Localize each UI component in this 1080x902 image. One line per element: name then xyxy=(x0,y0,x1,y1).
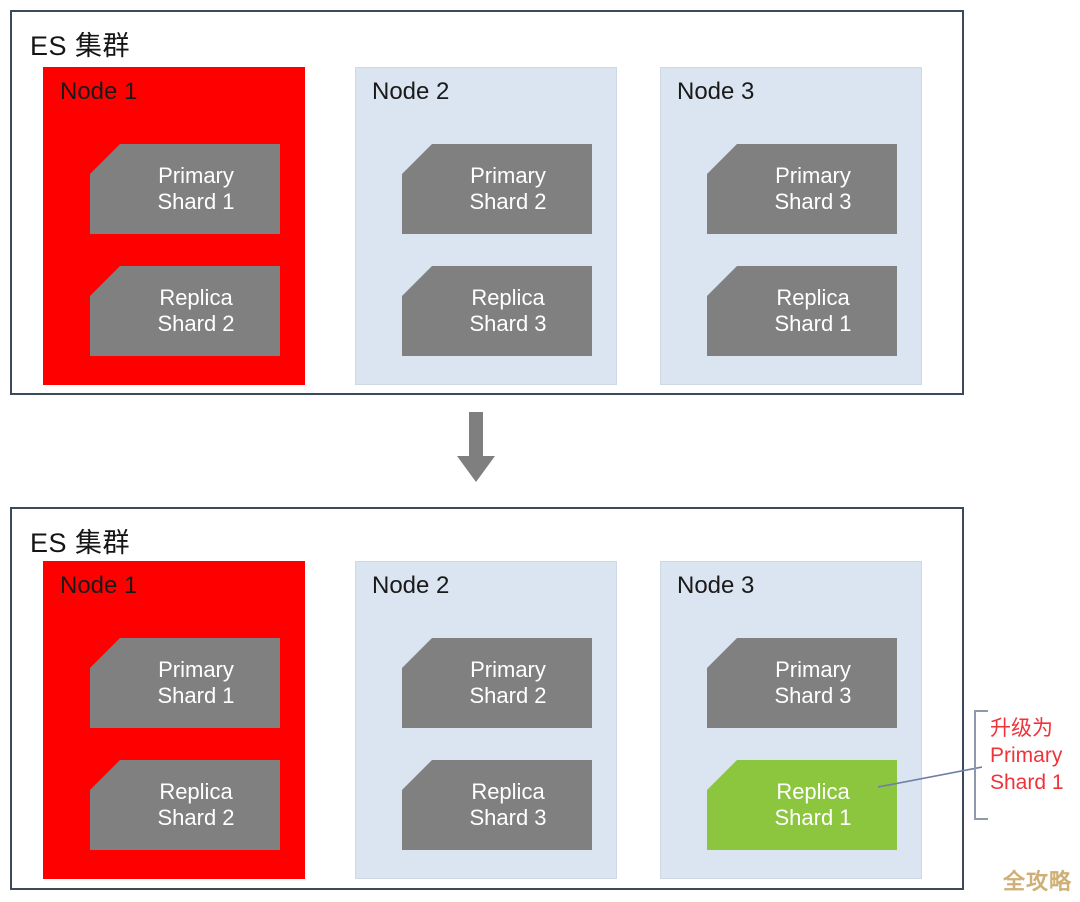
shard-primary-shard-3[interactable]: Primary Shard 3 xyxy=(707,144,897,234)
shard-name: Shard 2 xyxy=(469,189,547,214)
watermark: 全攻略 xyxy=(1002,869,1072,894)
shard-kind: Primary xyxy=(470,657,546,683)
cluster-title: ES 集群 xyxy=(30,528,131,558)
shard-kind: Primary xyxy=(470,163,546,189)
shard-kind: Primary xyxy=(775,163,851,189)
shard-kind: Replica xyxy=(776,285,850,311)
es-cluster-before: ES 集群 Node 1 Primary Shard 1 Replica Sha… xyxy=(10,10,964,395)
shard-primary-shard-1[interactable]: Primary Shard 1 xyxy=(90,144,280,234)
shard-kind: Replica xyxy=(776,779,850,805)
down-arrow-icon xyxy=(455,412,497,484)
shard-primary-shard-2[interactable]: Primary Shard 2 xyxy=(402,638,592,728)
node-label: Node 2 xyxy=(372,572,450,599)
cluster-title: ES 集群 xyxy=(30,31,131,61)
shard-kind: Replica xyxy=(159,285,233,311)
shard-primary-shard-3[interactable]: Primary Shard 3 xyxy=(707,638,897,728)
shard-name: Shard 2 xyxy=(157,805,235,830)
node-box-node-2[interactable]: Node 2 Primary Shard 2 Replica Shard 3 xyxy=(355,561,617,879)
node-label: Node 1 xyxy=(60,78,138,105)
shard-replica-shard-3[interactable]: Replica Shard 3 xyxy=(402,760,592,850)
shard-replica-shard-1[interactable]: Replica Shard 1 xyxy=(707,266,897,356)
shard-name: Shard 2 xyxy=(157,311,235,336)
es-cluster-after: ES 集群 Node 1 Primary Shard 1 Replica Sha… xyxy=(10,507,964,890)
shard-kind: Primary xyxy=(158,163,234,189)
callout-line-1: 升级为 xyxy=(990,717,1053,740)
shard-replica-shard-2[interactable]: Replica Shard 2 xyxy=(90,760,280,850)
shard-kind: Replica xyxy=(471,285,545,311)
callout-line-3: Shard 1 xyxy=(990,770,1064,794)
node-label: Node 3 xyxy=(677,78,755,105)
node-label: Node 3 xyxy=(677,572,755,599)
node-box-node-1[interactable]: Node 1 Primary Shard 1 Replica Shard 2 xyxy=(43,67,305,385)
shard-primary-shard-1[interactable]: Primary Shard 1 xyxy=(90,638,280,728)
shard-replica-shard-2[interactable]: Replica Shard 2 xyxy=(90,266,280,356)
shard-kind: Replica xyxy=(159,779,233,805)
node-label: Node 2 xyxy=(372,78,450,105)
shard-name: Shard 1 xyxy=(774,805,852,830)
shard-name: Shard 3 xyxy=(774,189,852,214)
shard-kind: Primary xyxy=(158,657,234,683)
callout-line-2: Primary xyxy=(990,743,1063,767)
promotion-callout: 升级为 Primary Shard 1 xyxy=(974,710,1078,820)
shard-replica-shard-3[interactable]: Replica Shard 3 xyxy=(402,266,592,356)
node-box-node-1[interactable]: Node 1 Primary Shard 1 Replica Shard 2 xyxy=(43,561,305,879)
shard-name: Shard 3 xyxy=(469,805,547,830)
shard-kind: Replica xyxy=(471,779,545,805)
callout-bracket-icon xyxy=(974,710,988,820)
node-box-node-2[interactable]: Node 2 Primary Shard 2 Replica Shard 3 xyxy=(355,67,617,385)
shard-replica-shard-1-promoted[interactable]: Replica Shard 1 xyxy=(707,760,897,850)
shard-name: Shard 1 xyxy=(774,311,852,336)
shard-kind: Primary xyxy=(775,657,851,683)
shard-name: Shard 3 xyxy=(469,311,547,336)
node-box-node-3[interactable]: Node 3 Primary Shard 3 Replica Shard 1 xyxy=(660,561,922,879)
node-box-node-3[interactable]: Node 3 Primary Shard 3 Replica Shard 1 xyxy=(660,67,922,385)
shard-name: Shard 1 xyxy=(157,683,235,708)
shard-name: Shard 3 xyxy=(774,683,852,708)
shard-name: Shard 2 xyxy=(469,683,547,708)
shard-name: Shard 1 xyxy=(157,189,235,214)
node-label: Node 1 xyxy=(60,572,138,599)
callout-text: 升级为 Primary Shard 1 xyxy=(990,716,1064,797)
shard-primary-shard-2[interactable]: Primary Shard 2 xyxy=(402,144,592,234)
